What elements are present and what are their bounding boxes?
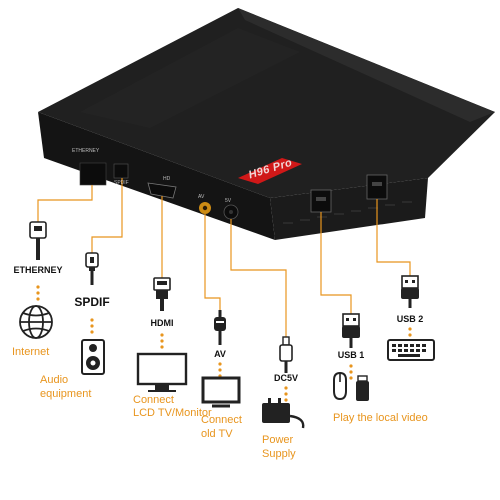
usb1-plug-icon xyxy=(342,313,360,348)
usb-port-2 xyxy=(366,174,388,200)
line-spdif xyxy=(91,178,123,253)
destination-tv2-line1: Connect xyxy=(201,414,242,426)
port-label-usb2: USB 2 xyxy=(396,314,424,324)
usb-drive-icon xyxy=(356,375,369,401)
red-band xyxy=(238,158,302,184)
spdif-plug-icon xyxy=(85,252,99,285)
destination-usb: Play the local video xyxy=(333,412,428,424)
port-label-dc: DC5V xyxy=(273,373,298,383)
tv-box-front xyxy=(38,112,275,240)
old-tv-icon xyxy=(201,376,241,408)
case-label-spdif: SPDIF xyxy=(114,180,129,186)
destination-audio-line2: equipment xyxy=(40,388,92,400)
port-label-spdif: SPDIF xyxy=(74,295,110,309)
usb2-plug-icon xyxy=(401,275,419,308)
port-label-ethernet: ETHERNEY xyxy=(13,265,63,275)
connector-lines xyxy=(37,178,411,337)
tv-box xyxy=(38,8,495,240)
port-label-av: AV xyxy=(214,349,226,359)
destination-power-line2: Supply xyxy=(262,448,296,460)
case-label-dc: 5V xyxy=(225,198,232,204)
mouse-icon xyxy=(333,371,347,401)
case-label-hd: HD xyxy=(163,176,171,182)
speaker-icon xyxy=(81,339,105,375)
case-label-ethernet: ETHERNEY xyxy=(72,148,100,154)
keyboard-icon xyxy=(387,339,435,361)
globe-icon xyxy=(19,305,53,339)
tv-box-side xyxy=(270,178,428,240)
case-label-av: AV xyxy=(198,194,205,200)
line-usb1 xyxy=(320,212,352,314)
line-dc xyxy=(230,219,287,337)
destination-internet: Internet xyxy=(12,346,50,358)
destination-tv2-line2: old TV xyxy=(201,428,233,440)
line-ethernet xyxy=(37,185,93,222)
port-label-hdmi: HDMI xyxy=(150,318,174,328)
spdif-port xyxy=(113,163,129,179)
hdmi-port xyxy=(147,182,177,199)
monitor-icon xyxy=(136,352,188,392)
line-usb2 xyxy=(376,199,411,276)
vent-slots xyxy=(283,201,412,224)
av-plug-icon xyxy=(214,310,226,345)
ethernet-port xyxy=(79,162,107,186)
destination-audio-line1: Audio xyxy=(40,374,69,386)
dotted-separators xyxy=(36,285,412,402)
port-label-usb1: USB 1 xyxy=(337,350,365,360)
destination-power-line1: Power xyxy=(262,434,294,446)
hdmi-plug-icon xyxy=(153,277,171,311)
dc-plug-icon xyxy=(279,336,293,373)
destination-tv1-line2: LCD TV/Monitor xyxy=(133,407,212,419)
line-av xyxy=(204,214,221,310)
destination-tv1-line1: Connect xyxy=(133,394,174,406)
power-adapter-icon xyxy=(262,398,305,429)
tv-box-top xyxy=(38,8,495,198)
ethernet-plug-icon xyxy=(29,221,47,260)
